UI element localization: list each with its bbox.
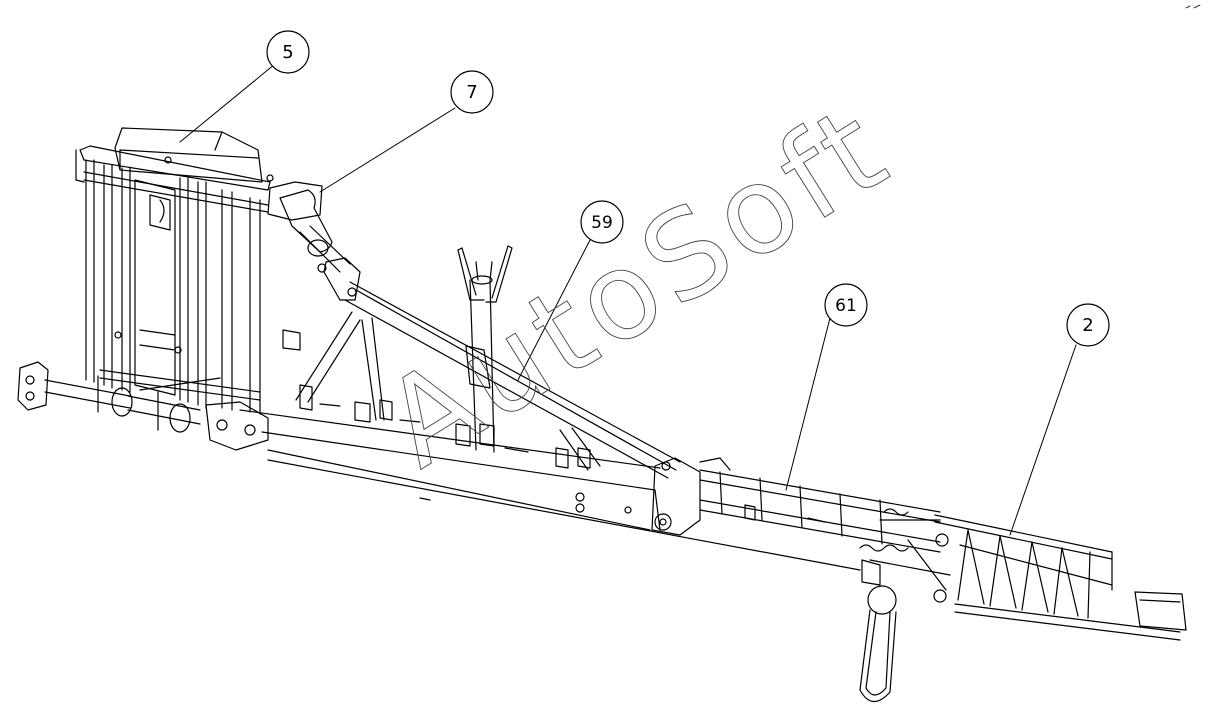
main-boom-beam <box>239 384 861 571</box>
callout-7: 7 <box>450 70 494 114</box>
spring-breakaway <box>859 508 951 603</box>
hanging-loop <box>859 585 897 703</box>
truss-tip <box>934 514 1187 641</box>
callout-label-59: 59 <box>591 213 613 233</box>
hydraulic-cylinder <box>267 181 361 301</box>
corner-mark <box>1185 4 1201 9</box>
callout-label-5: 5 <box>282 42 293 63</box>
boom-hinge-knuckle <box>651 457 731 536</box>
callout-label-61: 61 <box>835 296 857 316</box>
callout-59: 59 <box>580 200 624 244</box>
watermark-text: AutoSoft <box>362 78 913 494</box>
leader-lines <box>179 63 1077 536</box>
watermark-group: AutoSoft <box>361 78 913 495</box>
callout-61: 61 <box>824 283 868 327</box>
center-frame <box>75 127 301 415</box>
outer-boom-section <box>699 469 941 553</box>
callout-label-2: 2 <box>1082 315 1093 336</box>
callout-2: 2 <box>1066 303 1110 347</box>
left-hinge-assembly <box>17 361 269 451</box>
callout-label-7: 7 <box>466 82 477 103</box>
callout-5: 5 <box>266 30 310 74</box>
diagonal-strut <box>295 245 681 479</box>
